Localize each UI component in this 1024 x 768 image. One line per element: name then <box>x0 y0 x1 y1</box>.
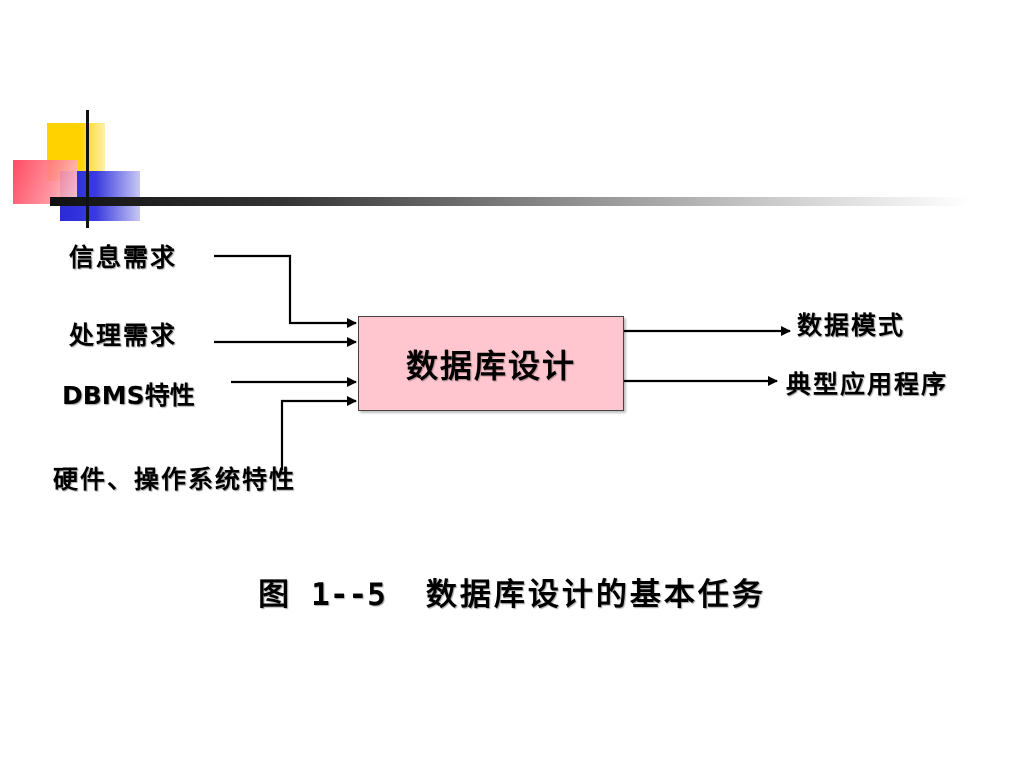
ornament-horizontal-rule <box>50 197 970 206</box>
input-label-info-requirements: 信息需求 <box>69 243 178 272</box>
input-label-hardware-os-features: 硬件、操作系统特性 <box>53 465 297 494</box>
center-process-box: 数据库设计 <box>358 316 624 411</box>
output-label-typical-applications: 典型应用程序 <box>786 370 949 399</box>
output-label-data-schema: 数据模式 <box>797 311 906 340</box>
caption-figure-number: 1--5 <box>311 577 386 613</box>
input-label-dbms-features: DBMS特性 <box>62 381 195 410</box>
figure-caption: 图 1--5 数据库设计的基本任务 <box>0 580 1024 611</box>
ornament-red-square <box>13 160 77 204</box>
caption-title: 数据库设计的基本任务 <box>425 577 766 613</box>
ornament-vertical-rule <box>86 110 89 228</box>
input-label-processing-requirements: 处理需求 <box>69 321 178 350</box>
input-arrow-hardware-os-features <box>280 396 357 470</box>
caption-figure-label: 图 <box>258 577 290 613</box>
input-arrow-info-requirements <box>214 254 357 328</box>
header-ornament <box>0 0 1024 240</box>
